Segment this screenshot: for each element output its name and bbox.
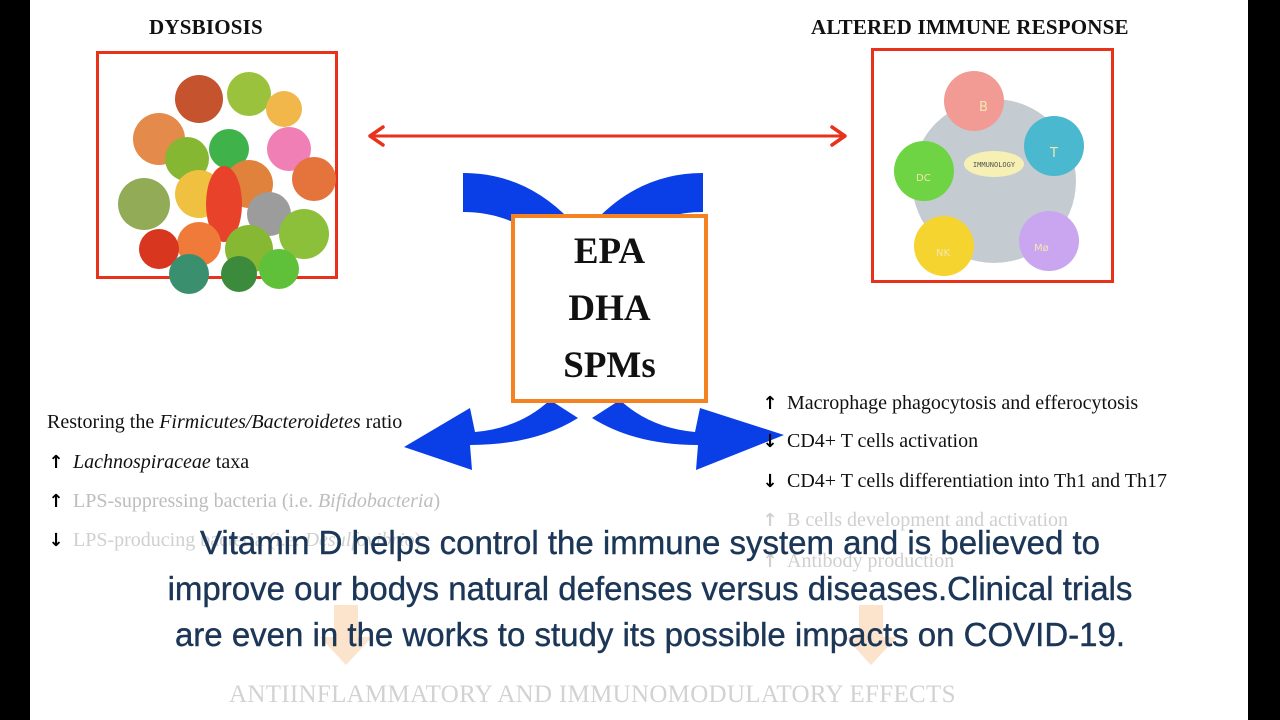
bacteria-blobs	[118, 72, 336, 294]
right-effect-item: ↓CD4+ T cells activation	[762, 430, 979, 452]
macrophage-cell-label: Mø	[1034, 243, 1049, 254]
right-effect-item: ↑Antibody production	[762, 550, 955, 572]
dysbiosis-heading: DYSBIOSIS	[149, 15, 263, 39]
left-effect-item: ↑Lachnospiraceae taxa	[48, 451, 250, 473]
down-arrow-icon: ↓	[762, 471, 778, 492]
right-effect-item: ↑B cells development and activation	[762, 509, 1069, 531]
up-arrow-icon: ↑	[762, 393, 778, 414]
spms-label: SPMs	[563, 345, 656, 386]
omega3-center-box: EPA DHA SPMs	[511, 214, 708, 403]
up-arrow-icon: ↑	[762, 551, 778, 572]
t-cell	[1024, 116, 1084, 176]
right-effect-item: ↑Macrophage phagocytosis and efferocytos…	[762, 392, 1139, 414]
down-arrow-icon: ↓	[762, 431, 778, 452]
epa-label: EPA	[573, 231, 646, 272]
b-cell	[944, 71, 1004, 131]
dha-label: DHA	[568, 288, 651, 329]
immune-response-heading: ALTERED IMMUNE RESPONSE	[811, 15, 1129, 39]
curved-arrow-bottom-left	[404, 400, 578, 470]
slide: DYSBIOSIS ALTERED IMMUNE RESPONSE	[30, 0, 1248, 720]
left-effect-item: ↑LPS-suppressing bacteria (i.e. Bifidoba…	[48, 490, 441, 512]
nk-cell	[914, 216, 974, 276]
dc-cell	[894, 141, 954, 201]
up-arrow-icon: ↑	[48, 452, 64, 473]
dysbiosis-image-box	[96, 51, 338, 294]
immunology-label-bg	[964, 151, 1024, 177]
video-caption: Vitamin D helps control the immune syste…	[167, 524, 1133, 653]
left-effects-heading: Restoring the Firmicutes/Bacteroidetes r…	[47, 411, 403, 433]
up-arrow-icon: ↑	[48, 491, 64, 512]
b-cell-label: B	[979, 100, 988, 115]
right-effect-item: ↓CD4+ T cells differentiation into Th1 a…	[762, 470, 1167, 492]
immunology-label: IMMUNOLOGY	[973, 161, 1016, 169]
curved-arrow-bottom-right	[592, 400, 784, 470]
effects-footer-label: ANTIINFLAMMATORY AND IMMUNOMODULATORY EF…	[229, 681, 956, 708]
up-arrow-icon: ↑	[762, 510, 778, 531]
double-headed-arrow-icon	[368, 125, 847, 147]
immune-cells-illustration: IMMUNOLOGY B T DC NK Mø	[894, 71, 1084, 276]
bacteria-cluster-illustration	[118, 72, 336, 294]
nk-cell-label: NK	[936, 248, 950, 259]
dc-cell-label: DC	[916, 173, 931, 184]
faded-down-arrow-left-icon	[320, 605, 372, 665]
t-cell-label: T	[1049, 146, 1058, 161]
down-arrow-icon: ↓	[48, 530, 64, 551]
macrophage-cell	[1019, 211, 1079, 271]
faded-down-arrow-right-icon	[845, 605, 897, 665]
left-effect-item: ↓LPS-producing bacteria (i.e. Desulfovib…	[48, 529, 422, 551]
immune-image-box: IMMUNOLOGY B T DC NK Mø	[871, 48, 1114, 283]
